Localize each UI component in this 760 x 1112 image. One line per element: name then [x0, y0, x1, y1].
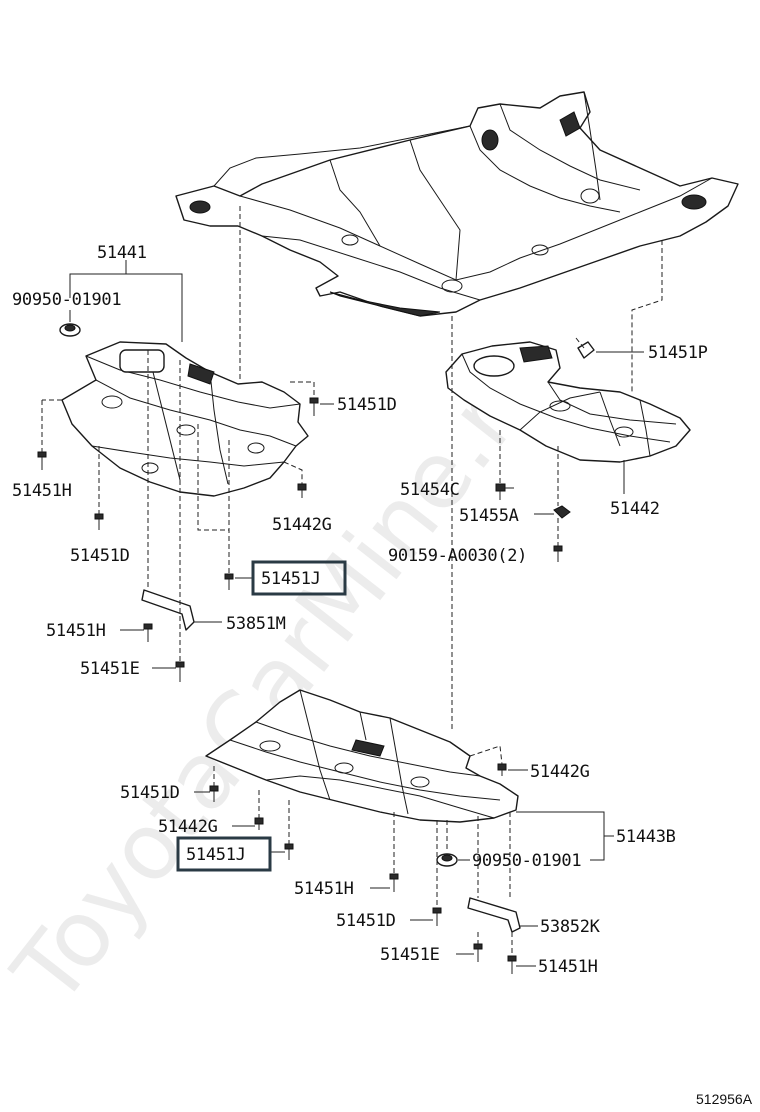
bolt-51451j-top [224, 573, 234, 590]
label-51443b: 51443B [616, 827, 676, 847]
label-51451j-top: 51451J [261, 569, 321, 589]
bolt-51451e-low [473, 943, 483, 962]
label-51451h-left: 51451H [12, 481, 72, 501]
label-51451d-top: 51451D [337, 395, 397, 415]
grommet-low [436, 853, 458, 867]
bolt-51451d-mid [94, 513, 104, 530]
label-51451h-low: 51451H [294, 879, 354, 899]
engine-under-cover-51442 [445, 341, 691, 463]
bolt-51454c [495, 483, 506, 500]
label-51451e-low: 51451E [380, 945, 440, 965]
engine-under-cover-51443b [205, 689, 519, 823]
label-90950-top: 90950-01901 [12, 290, 121, 310]
bracket-53851m [141, 589, 195, 631]
label-53852k: 53852K [540, 917, 601, 937]
label-51451h-low2: 51451H [538, 957, 598, 977]
bolt-51451h-low [389, 873, 399, 892]
label-51451d-mid: 51451D [70, 546, 130, 566]
alignment-lines [41, 206, 663, 956]
grommet-top [59, 323, 81, 337]
label-51451h-mid: 51451H [46, 621, 106, 641]
label-51451p: 51451P [648, 343, 708, 363]
highlight-box-51451j-top [251, 560, 347, 596]
bolt-51451d-top [309, 397, 319, 416]
label-51442g-low: 51442G [530, 762, 590, 782]
label-51451d-low: 51451D [120, 783, 180, 803]
bolt-51442g-low [497, 763, 507, 776]
label-90950-low: 90950-01901 [472, 851, 581, 871]
label-51451d-low2: 51451D [336, 911, 396, 931]
bolt-51451p [577, 341, 595, 359]
bolt-51442g-top [297, 483, 307, 498]
suspension-crossmember [175, 91, 739, 317]
bolt-51451h-mid [143, 623, 153, 642]
label-51441: 51441 [97, 243, 147, 263]
label-51451e-top: 51451E [80, 659, 140, 679]
bolt-51442g-low2 [254, 817, 264, 830]
bracket-53852k [467, 897, 521, 933]
bolt-51451h-low2 [507, 955, 517, 974]
bolt-90159 [553, 545, 563, 562]
bolt-51451h-left [37, 451, 47, 470]
engine-under-cover-51441 [61, 341, 309, 497]
diagram-code: 512956A [696, 1091, 753, 1107]
label-51455a: 51455A [459, 506, 519, 526]
label-51442: 51442 [610, 499, 660, 519]
bolt-51451j-low [284, 843, 294, 860]
part-labels: 51441 90950-01901 51451P 51451D 51451H 5… [12, 243, 708, 977]
bolt-51451e-top [175, 661, 185, 682]
label-90159: 90159-A0030(2) [388, 546, 527, 566]
label-51451j-low: 51451J [186, 845, 246, 865]
bolt-51451d-low2 [432, 907, 442, 926]
label-51454c: 51454C [400, 480, 460, 500]
leader-lines [69, 260, 644, 967]
label-51442g-top: 51442G [272, 515, 332, 535]
label-53851m: 53851M [226, 614, 286, 634]
label-51442g-low2: 51442G [158, 817, 218, 837]
bolt-51455a [553, 505, 571, 519]
highlight-box-51451j-low [176, 836, 272, 872]
